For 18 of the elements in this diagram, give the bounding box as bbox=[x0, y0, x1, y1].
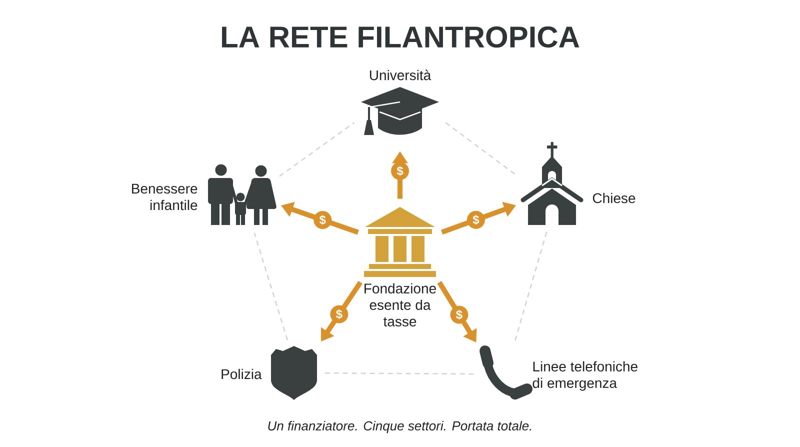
dashed-line bbox=[254, 232, 288, 340]
node-label: Polizia bbox=[222, 368, 262, 380]
coin-label: $ bbox=[330, 305, 348, 324]
dashed-line bbox=[279, 122, 355, 177]
coin-label: $ bbox=[314, 210, 332, 229]
caption: Un finanziatore. Cinque settori. Portata totale. bbox=[268, 420, 532, 434]
dashed-line bbox=[445, 122, 518, 176]
dashed-line bbox=[323, 372, 474, 375]
coin-label: $ bbox=[466, 210, 485, 229]
dashed-line bbox=[514, 232, 548, 342]
node-label: Chiese bbox=[592, 192, 636, 204]
title: LA RETE FILANTROPICA bbox=[222, 26, 580, 48]
node-label: Università bbox=[370, 70, 432, 80]
coin-label: $ bbox=[450, 306, 468, 324]
node-label: Fondazione esente da tasse bbox=[364, 283, 436, 326]
node-label: Linee telefoniche di emergenza bbox=[532, 361, 638, 391]
node-label: Benessere infantile bbox=[132, 184, 198, 210]
coin-label: $ bbox=[391, 162, 409, 180]
